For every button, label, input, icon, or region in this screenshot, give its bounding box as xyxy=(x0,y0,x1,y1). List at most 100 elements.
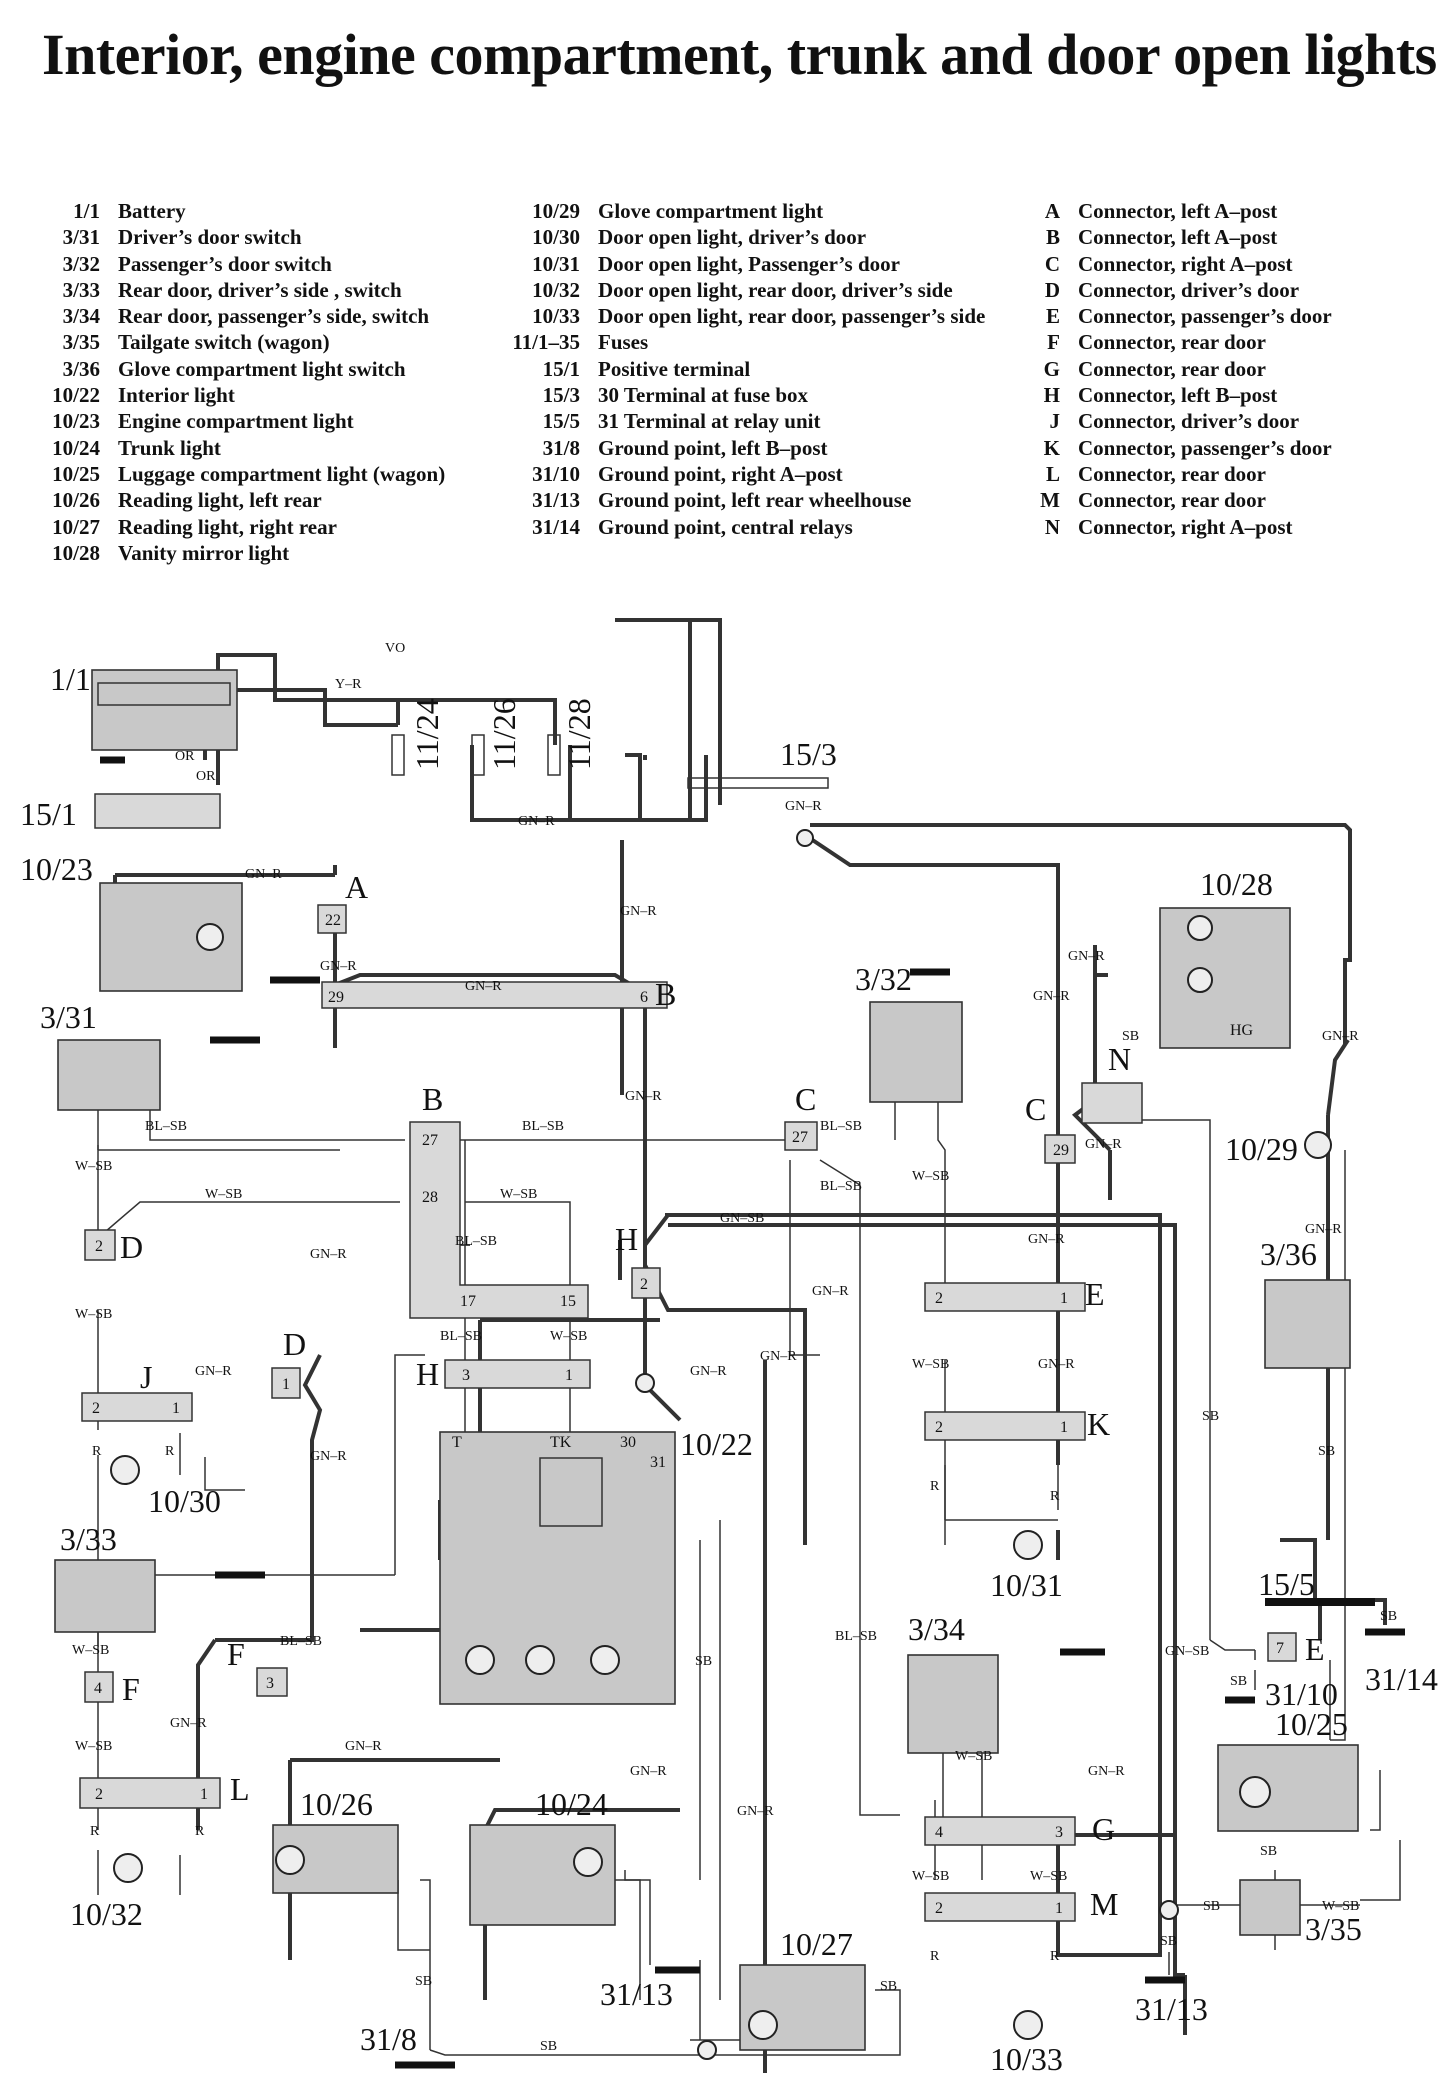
label-fuse-11-28: 11/28 xyxy=(561,698,597,770)
label-fuse-11-24: 11/24 xyxy=(409,698,445,770)
pin-3-f: 3 xyxy=(266,1675,274,1692)
label-31-13-left: 31/13 xyxy=(600,1976,673,2012)
pin-T: T xyxy=(452,1434,462,1451)
pin-27-b: 27 xyxy=(422,1132,438,1149)
connector-C-2: C xyxy=(1025,1091,1046,1127)
wire-label-r-5: R xyxy=(90,1824,100,1839)
legend-row: 3/36 Glove compartment light switch xyxy=(22,356,445,382)
label-10-28: 10/28 xyxy=(1200,866,1273,902)
wire-label-gnr-24: GN–R xyxy=(630,1764,667,1779)
wire-label-wsb-6: W–SB xyxy=(912,1169,949,1184)
wire-label-gnr-153: GN–R xyxy=(785,799,822,814)
legend-label: Ground point, central relays xyxy=(598,514,853,539)
connector-E-1: E xyxy=(1085,1276,1105,1312)
connector-labels: A B B C C N D D H H E E J K F F L G M xyxy=(120,869,1325,1922)
wire-label-wsb-11: W–SB xyxy=(912,1869,949,1884)
legend-code: 15/3 xyxy=(542,383,580,408)
pin-6: 6 xyxy=(640,989,648,1006)
wire-label-gnr-fuse: GN–R xyxy=(518,814,555,829)
wire-label-wsb-7: W–SB xyxy=(912,1357,949,1372)
legend-code: 3/36 xyxy=(62,356,100,381)
pin-4-f: 4 xyxy=(94,1680,102,1697)
wire-label-sb-9: SB xyxy=(415,1974,432,1989)
connector-M: M xyxy=(1090,1886,1118,1922)
wire-label-blsb-8: BL–SB xyxy=(835,1629,877,1644)
wire-label-sb-2: SB xyxy=(1318,1444,1335,1459)
connector-F-1: F xyxy=(122,1671,140,1707)
wire-label-gnr-26: GN–R xyxy=(345,1739,382,1754)
pin-1-k: 1 xyxy=(1060,1419,1068,1436)
pin-31: 31 xyxy=(650,1454,666,1471)
legend-label: Connector, left B–post xyxy=(1078,383,1278,408)
legend-code: 10/22 xyxy=(52,383,100,408)
pin-2-d: 2 xyxy=(95,1238,103,1255)
pin-7: 7 xyxy=(1276,1640,1284,1657)
legend-code: F xyxy=(1047,330,1060,355)
label-10-30: 10/30 xyxy=(148,1483,221,1519)
legend-label: Luggage compartment light (wagon) xyxy=(118,461,446,486)
legend-code: 3/32 xyxy=(62,251,100,276)
wire-label-blsb-5: BL–SB xyxy=(455,1234,497,1249)
wire-label-gnr-e: GN–R xyxy=(1028,1232,1065,1247)
wire-label-sb-5: SB xyxy=(1260,1844,1277,1859)
label-10-24: 10/24 xyxy=(535,1786,608,1822)
pin-HG: HG xyxy=(1230,1022,1254,1039)
legend-label: Connector, rear door xyxy=(1078,356,1267,381)
wire-label-gnr-n: GN–R xyxy=(1033,989,1070,1004)
connector-A: A xyxy=(345,869,368,905)
label-31-8: 31/8 xyxy=(360,2021,417,2057)
component-blocks xyxy=(54,669,1375,2051)
legend-label: Connector, rear door xyxy=(1078,488,1267,513)
legend-code: 31/14 xyxy=(532,514,580,539)
legend-label: Ground point, left B–post xyxy=(598,435,828,460)
legend-code: 3/33 xyxy=(62,277,100,302)
label-31-13-right: 31/13 xyxy=(1135,1991,1208,2027)
wire-label-wsb-10: W–SB xyxy=(955,1749,992,1764)
legend-label: Glove compartment light xyxy=(598,199,824,223)
pin-1-e: 1 xyxy=(1060,1290,1068,1307)
legend-code: 3/35 xyxy=(62,330,100,355)
wire-label-wsb-13: W–SB xyxy=(1322,1899,1359,1914)
legend-label: 31 Terminal at relay unit xyxy=(598,409,821,434)
wire-label-gnr-l: GN–R xyxy=(170,1716,207,1731)
wire-label-r-1: R xyxy=(92,1444,102,1459)
connector-N: N xyxy=(1108,1041,1131,1077)
pin-2-h: 2 xyxy=(640,1276,648,1293)
legend-label: Vanity mirror light xyxy=(118,540,290,565)
pin-2-e: 2 xyxy=(935,1290,943,1307)
pin-22: 22 xyxy=(325,912,341,929)
legend-code: 15/5 xyxy=(542,409,580,434)
label-10-27: 10/27 xyxy=(780,1926,853,1962)
legend-label: Connector, right A–post xyxy=(1078,514,1293,539)
legend-label: Glove compartment light switch xyxy=(118,356,406,381)
legend-label: Connector, rear door xyxy=(1078,461,1267,486)
label-15-1: 15/1 xyxy=(20,796,77,832)
legend-label: Reading light, right rear xyxy=(118,514,337,539)
connector-E-2: E xyxy=(1305,1631,1325,1667)
pin-2-m: 2 xyxy=(935,1900,943,1917)
wire-label-wsb-12: W–SB xyxy=(1030,1869,1067,1884)
wire-label-gnr-h3: GN–R xyxy=(760,1349,797,1364)
legend-code: 31/13 xyxy=(532,488,580,513)
wire-label-wsb-8: W–SB xyxy=(72,1643,109,1658)
wire-label-gnsb: GN–SB xyxy=(720,1211,764,1226)
pin-2-j: 2 xyxy=(92,1400,100,1417)
wire-label-gnr-bar: GN–R xyxy=(465,979,502,994)
pin-TK: TK xyxy=(550,1434,572,1451)
legend-label: Reading light, left rear xyxy=(118,488,322,513)
wire-label-r-2: R xyxy=(165,1444,175,1459)
wire-label-blsb-6: BL–SB xyxy=(440,1329,482,1344)
legend-label: Rear door, driver’s side , switch xyxy=(118,277,402,302)
connector-J: J xyxy=(140,1359,152,1395)
legend-code: M xyxy=(1040,488,1060,513)
